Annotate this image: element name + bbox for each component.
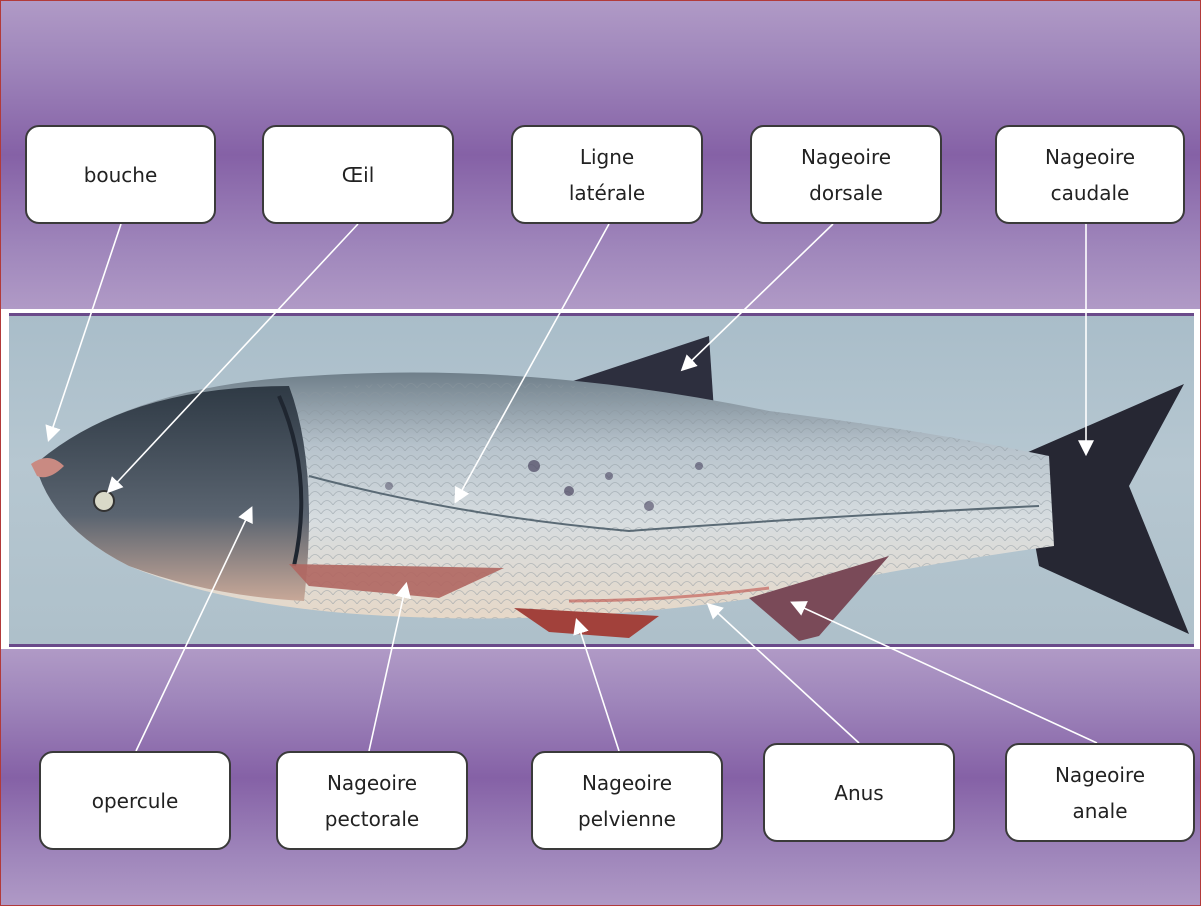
label-anus: Anus [763,743,955,842]
arrow-bouche [49,224,121,439]
arrow-nageoire-anale [793,603,1097,743]
label-nageoire-anale: Nageoire anale [1005,743,1195,842]
arrow-oeil [109,224,358,491]
arrow-nageoire-pelvienne [577,621,619,751]
arrow-opercule [136,509,251,751]
label-ligne-laterale: Ligne latérale [511,125,703,224]
label-opercule: opercule [39,751,231,850]
label-nageoire-caudale: Nageoire caudale [995,125,1185,224]
arrow-ligne-laterale [456,224,609,501]
arrow-nageoire-dorsale [683,224,833,369]
label-nageoire-pelvienne: Nageoire pelvienne [531,751,723,850]
label-nageoire-dorsale: Nageoire dorsale [750,125,942,224]
label-bouche: bouche [25,125,216,224]
arrow-anus [709,605,859,743]
label-nageoire-pectorale: Nageoire pectorale [276,751,468,850]
arrow-nageoire-pectorale [369,585,406,751]
label-oeil: Œil [262,125,454,224]
